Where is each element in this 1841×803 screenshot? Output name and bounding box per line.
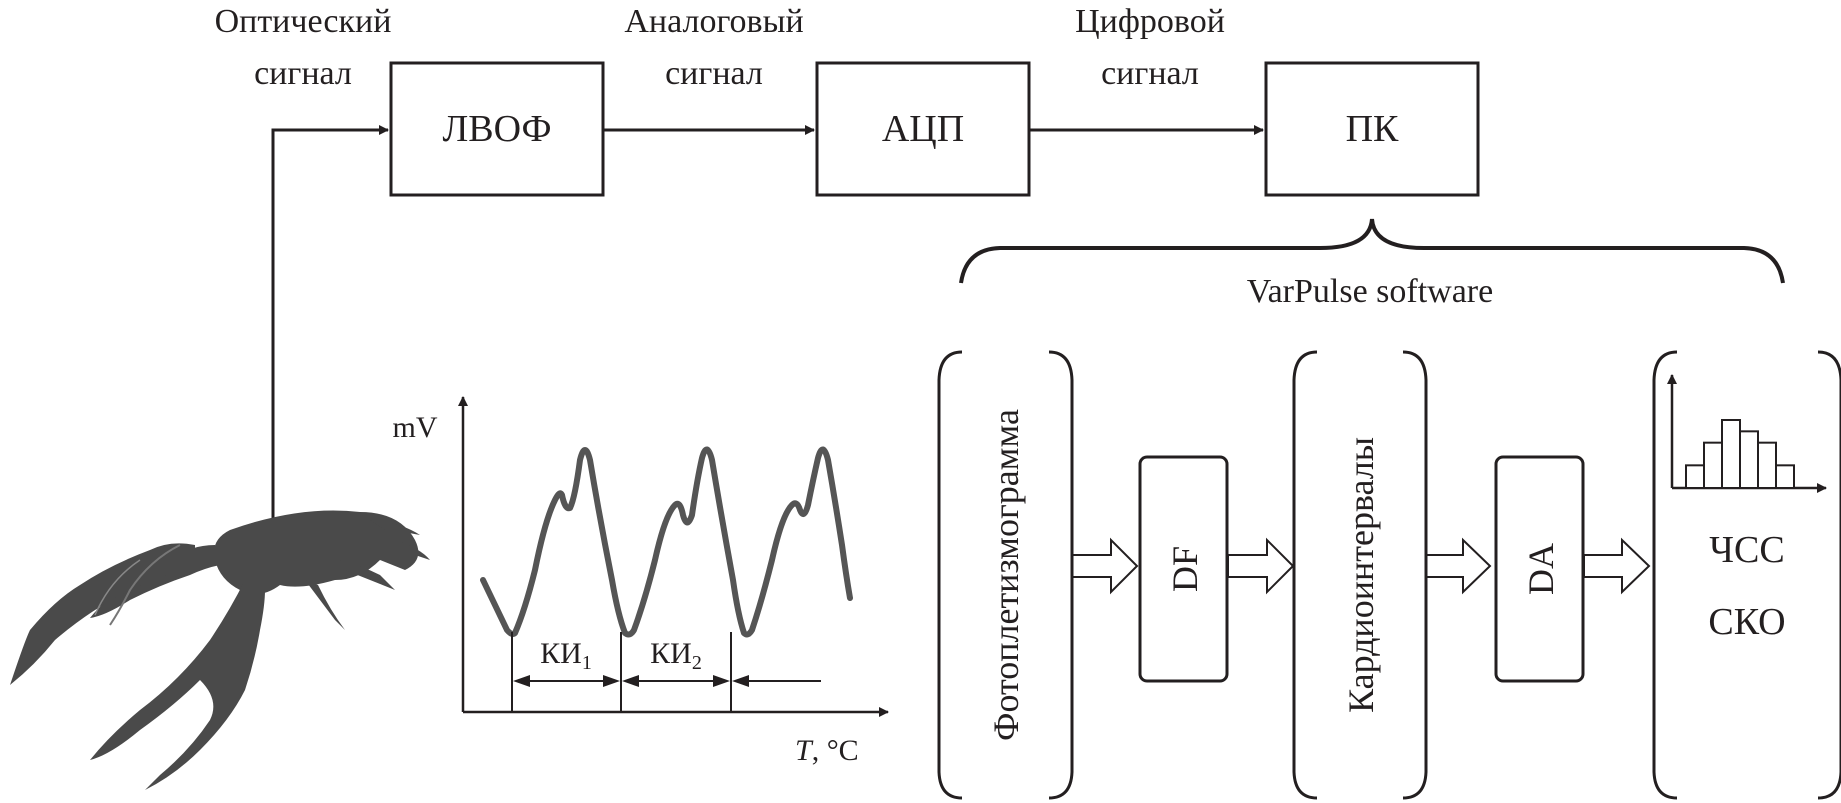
interval-arrow-2 (622, 675, 730, 687)
digital-signal-label-line1: Цифровой (1075, 3, 1225, 40)
histogram-bar (1739, 430, 1759, 490)
ppg-signal-plot: mV T, °C КИ1 КИ2 (393, 396, 889, 767)
da-block-label: DA (1521, 543, 1561, 595)
cardio-to-da-arrow (1425, 537, 1492, 595)
df-to-cardio-arrow (1227, 537, 1295, 595)
histogram-bar (1703, 441, 1723, 489)
interval-label-2: КИ2 (650, 637, 702, 674)
plot-x-label: T, °C (795, 734, 859, 767)
lvof-block: ЛВОФ (389, 61, 605, 197)
ppg-to-df-arrow (1071, 537, 1139, 595)
ppg-stage-label: Фотоплетизмограмма (986, 409, 1026, 741)
lvof-block-label: ЛВОФ (442, 108, 551, 150)
interval-arrow-3 (732, 675, 821, 687)
result-hr-label: ЧСС (1709, 529, 1784, 571)
pc-block-label: ПК (1346, 108, 1399, 150)
analog-signal-label-line1: Аналоговый (624, 3, 803, 40)
interval-label-1: КИ1 (540, 637, 592, 674)
software-label: VarPulse software (1247, 273, 1493, 310)
result-stage-panel: ЧСС СКО (1652, 350, 1841, 800)
plot-x-label-unit: , °C (812, 734, 859, 767)
pc-block: ПК (1264, 61, 1480, 197)
da-to-result-arrow (1583, 537, 1651, 595)
df-block-label: DF (1165, 546, 1205, 592)
cardio-stage-panel: Кардиоинтервалы (1292, 350, 1428, 800)
plot-y-label: mV (393, 411, 438, 444)
df-block: DF (1138, 455, 1229, 683)
optical-signal-label-line2: сигнал (254, 55, 352, 92)
result-sdnn-label: СКО (1708, 601, 1785, 643)
ppg-stage-panel: Фотоплетизмограмма (937, 350, 1074, 800)
optical-connector-arrow (271, 125, 389, 525)
histogram-bar (1775, 464, 1795, 490)
optical-signal-label-line1: Оптический (215, 3, 392, 40)
adc-block: АЦП (815, 61, 1031, 197)
histogram-bar (1757, 441, 1777, 489)
adc-block-label: АЦП (882, 108, 964, 150)
software-brace (959, 218, 1785, 284)
plot-x-label-var: T (795, 734, 814, 767)
histogram-bar (1721, 419, 1741, 489)
digital-signal-label-line2: сигнал (1101, 55, 1199, 92)
ppg-waveform (480, 446, 853, 638)
interval-arrow-1 (513, 675, 620, 687)
histogram-icon (1667, 374, 1827, 493)
analog-signal-label-line2: сигнал (665, 55, 763, 92)
crayfish-image (10, 510, 430, 790)
histogram-bar (1685, 464, 1705, 490)
da-block: DA (1494, 455, 1585, 683)
cardio-stage-label: Кардиоинтервалы (1341, 437, 1381, 713)
